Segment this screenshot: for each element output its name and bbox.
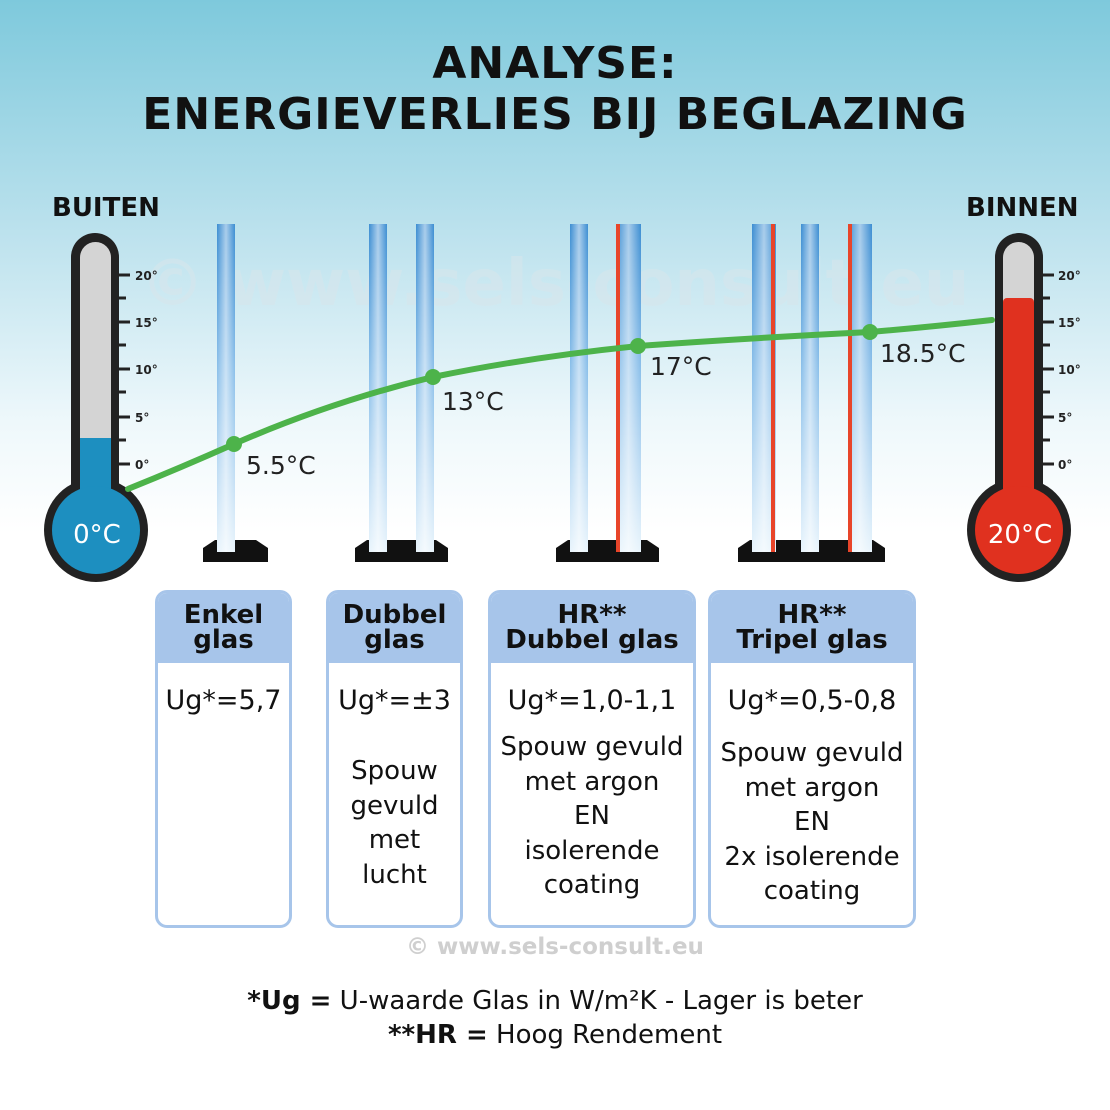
outside-label: BUITEN <box>52 193 160 223</box>
outside-tick-20: 20° <box>135 269 158 283</box>
outside-tick-5: 5° <box>135 411 149 425</box>
inside-reading: 20°C <box>988 520 1052 550</box>
inside-thermometer: 20°C 20° 15° 10° 5° 0° <box>967 233 1081 582</box>
temp-point-3 <box>630 338 646 354</box>
footnote-ug: *Ug = U-waarde Glas in W/m²K - Lager is … <box>0 986 1110 1016</box>
outside-thermometer: 0°C 20° 15° 10° 5° 0° <box>44 233 158 582</box>
glass-single <box>203 224 268 562</box>
glazing-diagram: © www.sels-consult.eu 0°C 20° 15° 10° 5°… <box>44 224 1081 582</box>
footnote-hr: **HR = Hoog Rendement <box>0 1020 1110 1050</box>
temp-point-4 <box>862 324 878 340</box>
coating-layer <box>616 224 620 552</box>
card-title: HR** Dubbel glas <box>491 593 693 663</box>
outside-bulb <box>52 486 140 574</box>
temp-label-4: 18.5°C <box>880 339 966 368</box>
card-description: Spouw gevuld met lucht <box>350 756 439 890</box>
watermark-top: © www.sels-consult.eu <box>141 247 970 321</box>
inside-bulb <box>975 486 1063 574</box>
card-ug-value: Ug*=5,7 <box>165 685 282 716</box>
title-line-1: ANALYSE: <box>432 38 678 89</box>
card-title: HR** Tripel glas <box>711 593 913 663</box>
inside-mercury <box>1003 298 1034 518</box>
outside-reading: 0°C <box>73 520 121 550</box>
card-description: Spouw gevuld met argon EN 2x isolerende … <box>720 738 904 906</box>
card-hr-triple-glass: HR** Tripel glas Ug*=0,5-0,8 Spouw gevul… <box>708 590 916 928</box>
temp-point-1 <box>226 436 242 452</box>
watermark-bottom: © www.sels-consult.eu <box>406 934 704 960</box>
temp-label-3: 17°C <box>650 352 712 381</box>
inside-tick-5: 5° <box>1058 411 1072 425</box>
footnote-hr-key: **HR = <box>387 1020 488 1050</box>
glass-double <box>355 224 448 562</box>
inside-tick-15: 15° <box>1058 316 1081 330</box>
card-title: Dubbel glas <box>329 593 460 663</box>
inside-tick-0: 0° <box>1058 458 1072 472</box>
temp-label-1: 5.5°C <box>246 451 316 480</box>
inside-tick-10: 10° <box>1058 363 1081 377</box>
glass-hr-double <box>556 224 659 562</box>
temp-label-2: 13°C <box>442 387 504 416</box>
card-hr-double-glass: HR** Dubbel glas Ug*=1,0-1,1 Spouw gevul… <box>488 590 696 928</box>
footnote-ug-text: U-waarde Glas in W/m²K - Lager is beter <box>331 986 863 1016</box>
card-double-glass: Dubbel glas Ug*=±3 Spouw gevuld met luch… <box>326 590 463 928</box>
card-description: Spouw gevuld met argon EN isolerende coa… <box>500 732 684 900</box>
title-line-2: ENERGIEVERLIES BIJ BEGLAZING <box>142 89 968 140</box>
card-ug-value: Ug*=1,0-1,1 <box>507 685 677 716</box>
temp-point-2 <box>425 369 441 385</box>
coating-layer <box>848 224 852 552</box>
inside-label: BINNEN <box>966 193 1079 223</box>
outside-tick-15: 15° <box>135 316 158 330</box>
card-ug-value: Ug*=±3 <box>338 685 451 716</box>
card-single-glass: Enkel glas Ug*=5,7 <box>155 590 292 928</box>
card-title: Enkel glas <box>158 593 289 663</box>
coating-layer <box>771 224 775 552</box>
glass-hr-triple <box>738 224 885 562</box>
inside-tick-20: 20° <box>1058 269 1081 283</box>
footnote-hr-text: Hoog Rendement <box>487 1020 723 1050</box>
outside-tick-0: 0° <box>135 458 149 472</box>
outside-tick-10: 10° <box>135 363 158 377</box>
card-ug-value: Ug*=0,5-0,8 <box>727 685 897 716</box>
footnote-ug-key: *Ug = <box>247 986 332 1016</box>
